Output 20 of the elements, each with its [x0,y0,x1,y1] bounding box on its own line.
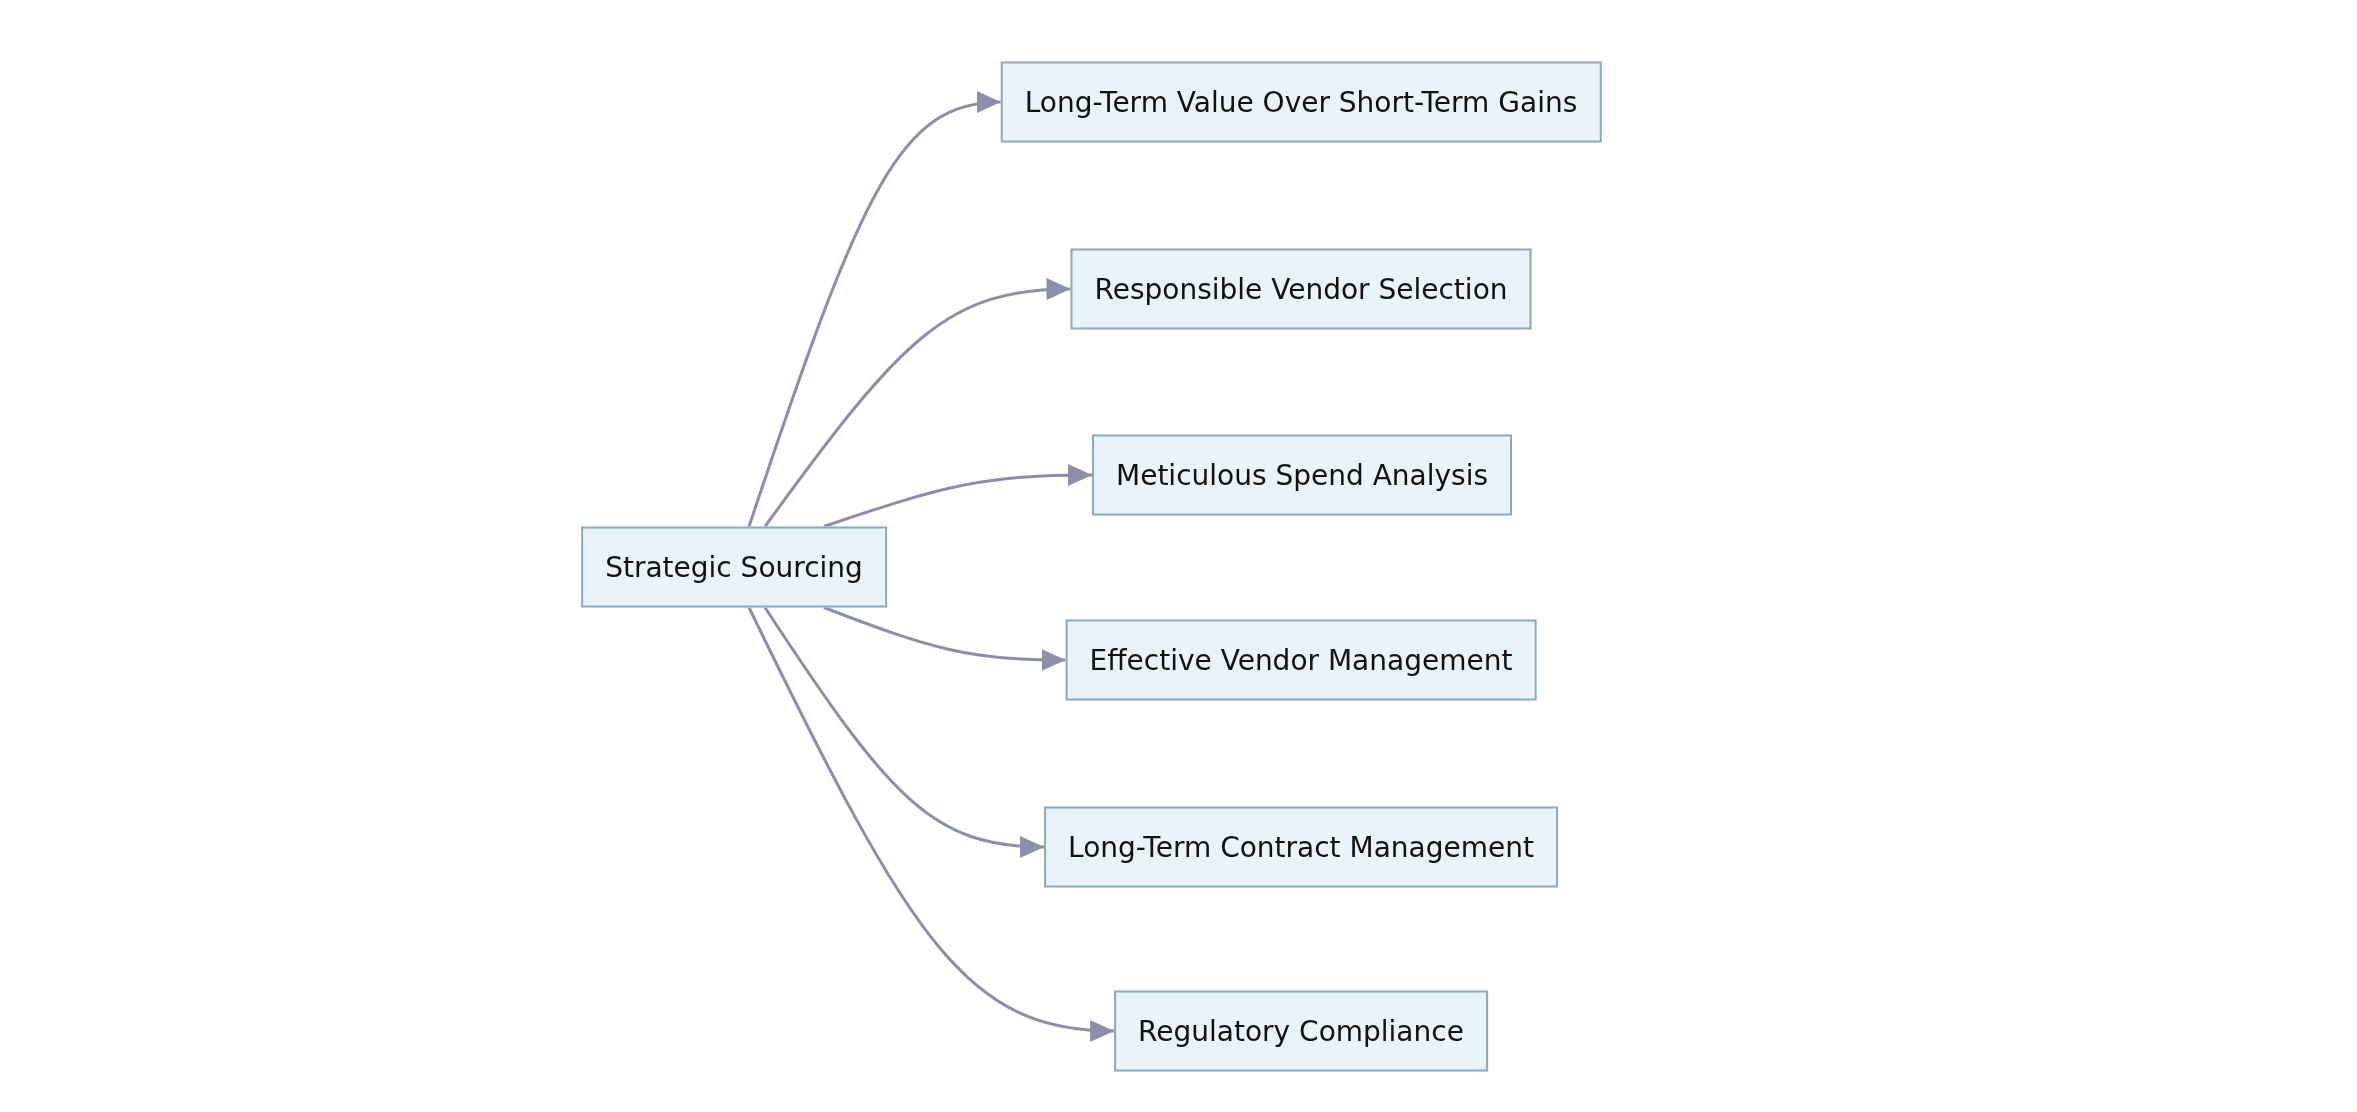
process-box [1092,434,1512,516]
process-box [581,526,887,608]
node-label: Strategic Sourcing [605,550,863,584]
process-box [1065,619,1537,701]
arrow [823,464,1093,528]
process-box [1000,61,1602,143]
arrow [747,606,1115,1041]
node-label: Effective Vendor Management [1089,643,1513,677]
node-label: Long-Term Value Over Short-Term Gains [1024,85,1578,119]
node-label: Responsible Vendor Selection [1094,272,1508,306]
process-box [1114,990,1488,1072]
process-box [1070,248,1532,330]
process-box [1044,806,1558,888]
arrow [747,92,1001,527]
node-label: Long-Term Contract Management [1068,830,1534,864]
node-label: Meticulous Spend Analysis [1116,458,1488,492]
arrow [763,278,1071,528]
node-label: Regulatory Compliance [1138,1014,1464,1048]
arrow [823,606,1066,671]
arrow [763,606,1045,858]
